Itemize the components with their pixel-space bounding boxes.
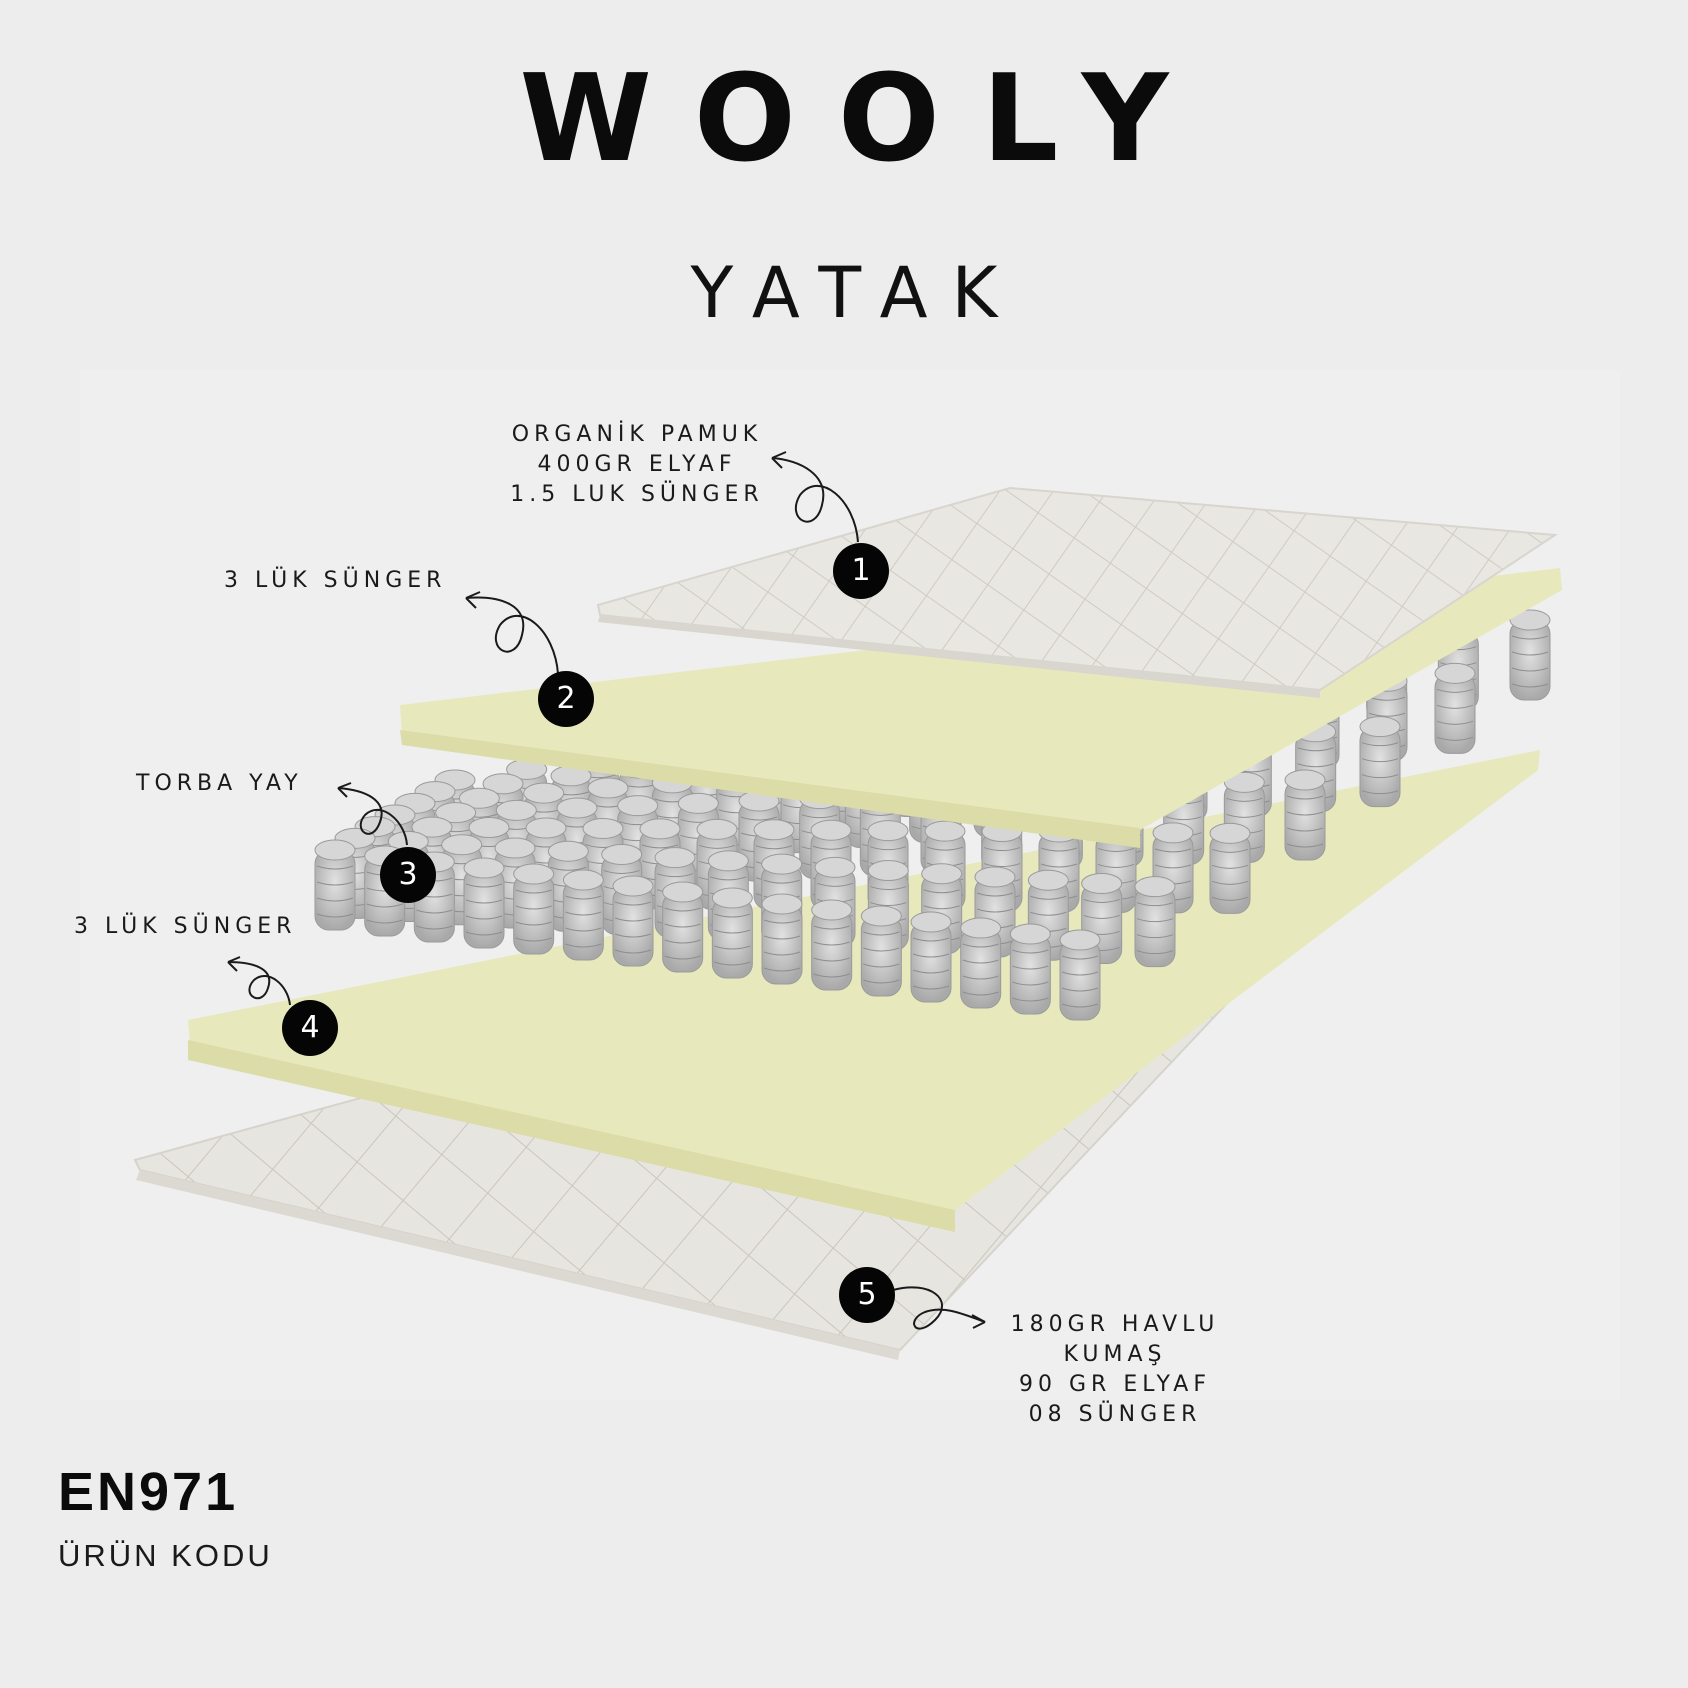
product-code-caption: ÜRÜN KODU: [58, 1538, 273, 1573]
spring-coil: [860, 905, 902, 997]
spring-coil: [1134, 876, 1176, 968]
product-code: EN971: [58, 1462, 239, 1522]
product-subtitle: YATAK: [690, 252, 1022, 334]
spring-coil: [711, 887, 753, 979]
spring-coil: [314, 839, 356, 931]
spring-coil: [1284, 769, 1326, 861]
layer-2-label-line-1: 3 LÜK SÜNGER: [224, 568, 447, 593]
layer-3-label: TORBA YAY: [136, 769, 303, 799]
spring-coil: [1009, 923, 1051, 1015]
layer-3-badge: 3: [380, 847, 436, 903]
layer-1-top-fabric: [596, 486, 1558, 698]
layer-5-label-line-2: KUMAŞ: [1063, 1342, 1167, 1367]
layer-2-badge: 2: [538, 671, 594, 727]
layer-5-label-line-3: 90 GR ELYAF: [1019, 1372, 1211, 1397]
layer-4-badge: 4: [282, 1000, 338, 1056]
spring-coil: [761, 893, 803, 985]
layer-4-label: 3 LÜK SÜNGER: [74, 912, 296, 942]
layer-5-label-line-4: 08 SÜNGER: [1028, 1402, 1202, 1427]
layer-1-label-line-1: ORGANİK PAMUK: [511, 422, 763, 447]
layer-5-label: 180GR HAVLU KUMAŞ 90 GR ELYAF 08 SÜNGER: [990, 1310, 1240, 1430]
spring-coil: [1509, 609, 1551, 701]
spring-coil: [463, 857, 505, 949]
layer-1-label-line-2: 400GR ELYAF: [537, 452, 737, 477]
spring-coil: [612, 875, 654, 967]
spring-coil: [1059, 929, 1101, 1021]
layer-1-badge: 1: [833, 543, 889, 599]
layer-2-label: 3 LÜK SÜNGER: [224, 566, 446, 596]
curly-arrow-icon: [227, 451, 986, 1330]
spring-coil: [562, 869, 604, 961]
layer-5-label-line-1: 180GR HAVLU: [1010, 1312, 1220, 1337]
layer-5-badge: 5: [839, 1267, 895, 1323]
spring-coil: [811, 899, 853, 991]
spring-coil: [513, 863, 555, 955]
spring-coil: [960, 917, 1002, 1009]
brand-logo: WOOLY: [519, 50, 1211, 189]
spring-coil: [662, 881, 704, 973]
layer-4-label-line-1: 3 LÜK SÜNGER: [74, 914, 297, 939]
layer-1-label: ORGANİK PAMUK 400GR ELYAF 1.5 LUK SÜNGER: [412, 420, 862, 510]
spring-coil: [1434, 662, 1476, 754]
layer-3-label-line-1: TORBA YAY: [136, 771, 303, 796]
spring-coil: [910, 911, 952, 1003]
layer-1-label-line-3: 1.5 LUK SÜNGER: [510, 482, 764, 507]
spring-coil: [1209, 822, 1251, 914]
spring-coil: [1359, 716, 1401, 808]
